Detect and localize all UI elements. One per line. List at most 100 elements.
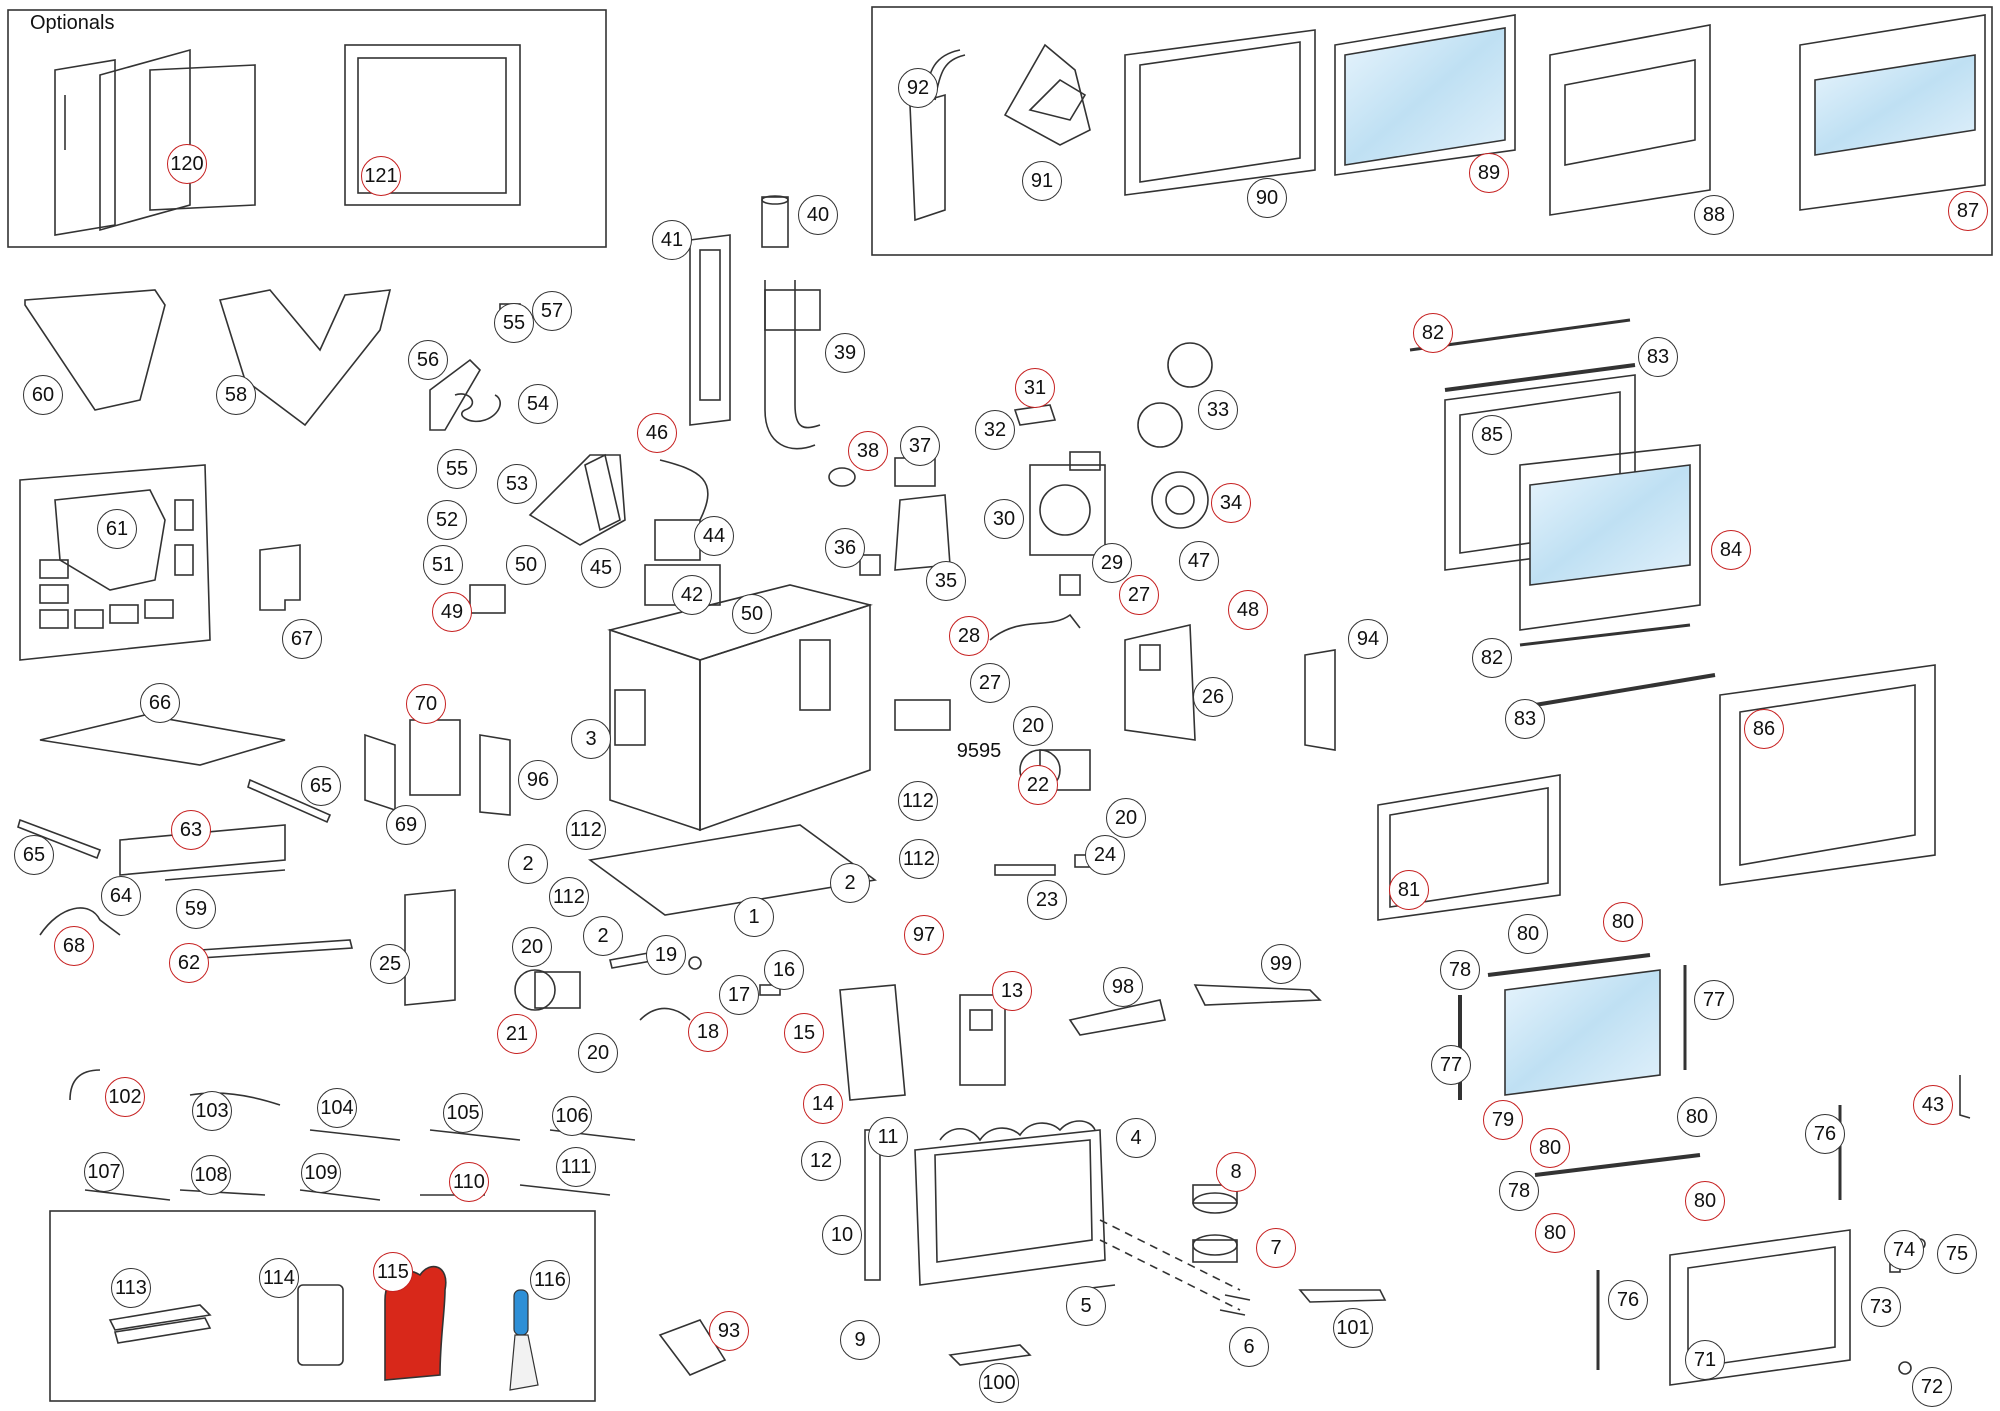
part-callout-80[interactable]: 80 xyxy=(1530,1128,1570,1168)
part-callout-19[interactable]: 19 xyxy=(646,935,686,975)
part-callout-102[interactable]: 102 xyxy=(105,1077,145,1117)
part-callout-10[interactable]: 10 xyxy=(822,1215,862,1255)
part-callout-29[interactable]: 29 xyxy=(1092,543,1132,583)
part-callout-58[interactable]: 58 xyxy=(216,375,256,415)
part-callout-31[interactable]: 31 xyxy=(1015,368,1055,408)
part-callout-80[interactable]: 80 xyxy=(1685,1181,1725,1221)
part-callout-63[interactable]: 63 xyxy=(171,810,211,850)
part-callout-22[interactable]: 22 xyxy=(1018,765,1058,805)
part-callout-20[interactable]: 20 xyxy=(1106,798,1146,838)
part-callout-47[interactable]: 47 xyxy=(1179,541,1219,581)
part-callout-50[interactable]: 50 xyxy=(506,545,546,585)
part-callout-23[interactable]: 23 xyxy=(1027,880,1067,920)
part-callout-105[interactable]: 105 xyxy=(443,1093,483,1133)
part-callout-79[interactable]: 79 xyxy=(1483,1100,1523,1140)
part-callout-46[interactable]: 46 xyxy=(637,413,677,453)
part-callout-93[interactable]: 93 xyxy=(709,1311,749,1351)
part-callout-73[interactable]: 73 xyxy=(1861,1287,1901,1327)
part-callout-9[interactable]: 9 xyxy=(840,1320,880,1360)
part-callout-8[interactable]: 8 xyxy=(1216,1152,1256,1192)
part-callout-66[interactable]: 66 xyxy=(140,683,180,723)
part-callout-34[interactable]: 34 xyxy=(1211,483,1251,523)
part-callout-90[interactable]: 90 xyxy=(1247,178,1287,218)
part-callout-18[interactable]: 18 xyxy=(688,1012,728,1052)
part-callout-14[interactable]: 14 xyxy=(803,1084,843,1124)
part-callout-80[interactable]: 80 xyxy=(1508,914,1548,954)
part-callout-56[interactable]: 56 xyxy=(408,340,448,380)
part-callout-51[interactable]: 51 xyxy=(423,545,463,585)
part-callout-21[interactable]: 21 xyxy=(497,1014,537,1054)
part-callout-4[interactable]: 4 xyxy=(1116,1118,1156,1158)
part-callout-60[interactable]: 60 xyxy=(23,375,63,415)
part-callout-52[interactable]: 52 xyxy=(427,500,467,540)
part-callout-6[interactable]: 6 xyxy=(1229,1327,1269,1367)
part-callout-65[interactable]: 65 xyxy=(301,766,341,806)
part-callout-81[interactable]: 81 xyxy=(1389,870,1429,910)
part-callout-91[interactable]: 91 xyxy=(1022,161,1062,201)
part-callout-114[interactable]: 114 xyxy=(259,1258,299,1298)
part-callout-41[interactable]: 41 xyxy=(652,220,692,260)
part-callout-86[interactable]: 86 xyxy=(1744,709,1784,749)
part-callout-15[interactable]: 15 xyxy=(784,1013,824,1053)
part-callout-11[interactable]: 11 xyxy=(868,1117,908,1157)
part-callout-24[interactable]: 24 xyxy=(1085,835,1125,875)
part-callout-35[interactable]: 35 xyxy=(926,561,966,601)
part-callout-75[interactable]: 75 xyxy=(1937,1234,1977,1274)
part-callout-115[interactable]: 115 xyxy=(373,1252,413,1292)
part-callout-94[interactable]: 94 xyxy=(1348,619,1388,659)
part-callout-108[interactable]: 108 xyxy=(191,1155,231,1195)
part-callout-27[interactable]: 27 xyxy=(970,663,1010,703)
part-callout-55[interactable]: 55 xyxy=(437,449,477,489)
part-callout-2[interactable]: 2 xyxy=(508,844,548,884)
part-callout-50[interactable]: 50 xyxy=(732,594,772,634)
part-callout-55[interactable]: 55 xyxy=(494,303,534,343)
part-callout-78[interactable]: 78 xyxy=(1440,950,1480,990)
part-callout-57[interactable]: 57 xyxy=(532,291,572,331)
part-callout-76[interactable]: 76 xyxy=(1805,1114,1845,1154)
part-callout-67[interactable]: 67 xyxy=(282,619,322,659)
part-callout-9595[interactable]: 9595 xyxy=(955,731,1003,771)
part-callout-53[interactable]: 53 xyxy=(497,464,537,504)
part-callout-113[interactable]: 113 xyxy=(111,1268,151,1308)
part-callout-116[interactable]: 116 xyxy=(530,1260,570,1300)
part-callout-84[interactable]: 84 xyxy=(1711,530,1751,570)
part-callout-76[interactable]: 76 xyxy=(1608,1280,1648,1320)
part-callout-85[interactable]: 85 xyxy=(1472,415,1512,455)
part-callout-44[interactable]: 44 xyxy=(694,516,734,556)
part-callout-70[interactable]: 70 xyxy=(406,684,446,724)
part-callout-104[interactable]: 104 xyxy=(317,1088,357,1128)
part-callout-83[interactable]: 83 xyxy=(1638,337,1678,377)
part-callout-42[interactable]: 42 xyxy=(672,575,712,615)
part-callout-99[interactable]: 99 xyxy=(1261,944,1301,984)
part-callout-2[interactable]: 2 xyxy=(583,916,623,956)
part-callout-20[interactable]: 20 xyxy=(1013,706,1053,746)
part-callout-103[interactable]: 103 xyxy=(192,1091,232,1131)
part-callout-69[interactable]: 69 xyxy=(386,805,426,845)
part-callout-43[interactable]: 43 xyxy=(1913,1085,1953,1125)
part-callout-12[interactable]: 12 xyxy=(801,1141,841,1181)
part-callout-120[interactable]: 120 xyxy=(167,144,207,184)
part-callout-80[interactable]: 80 xyxy=(1677,1097,1717,1137)
part-callout-110[interactable]: 110 xyxy=(449,1162,489,1202)
part-callout-48[interactable]: 48 xyxy=(1228,590,1268,630)
part-callout-112[interactable]: 112 xyxy=(566,810,606,850)
part-callout-112[interactable]: 112 xyxy=(898,781,938,821)
part-callout-107[interactable]: 107 xyxy=(84,1152,124,1192)
part-callout-88[interactable]: 88 xyxy=(1694,195,1734,235)
part-callout-111[interactable]: 111 xyxy=(556,1147,596,1187)
part-callout-71[interactable]: 71 xyxy=(1685,1340,1725,1380)
part-callout-89[interactable]: 89 xyxy=(1469,153,1509,193)
part-callout-77[interactable]: 77 xyxy=(1431,1045,1471,1085)
part-callout-83[interactable]: 83 xyxy=(1505,699,1545,739)
part-callout-20[interactable]: 20 xyxy=(578,1033,618,1073)
part-callout-17[interactable]: 17 xyxy=(719,975,759,1015)
part-callout-100[interactable]: 100 xyxy=(979,1363,1019,1403)
part-callout-97[interactable]: 97 xyxy=(904,915,944,955)
part-callout-82[interactable]: 82 xyxy=(1413,313,1453,353)
part-callout-80[interactable]: 80 xyxy=(1603,902,1643,942)
part-callout-1[interactable]: 1 xyxy=(734,897,774,937)
part-callout-30[interactable]: 30 xyxy=(984,499,1024,539)
part-callout-37[interactable]: 37 xyxy=(900,426,940,466)
part-callout-45[interactable]: 45 xyxy=(581,548,621,588)
part-callout-39[interactable]: 39 xyxy=(825,333,865,373)
